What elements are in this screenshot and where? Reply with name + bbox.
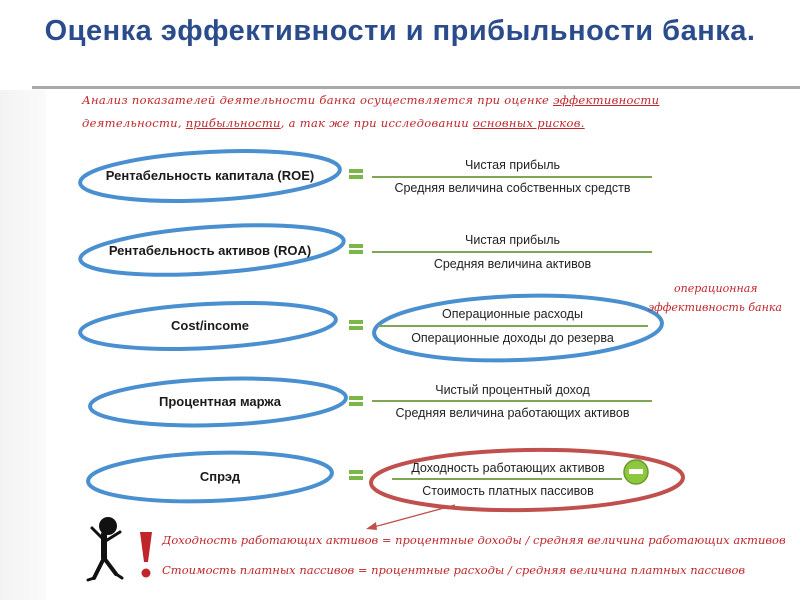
intro-line-2: деятельности, прибыльности, а так же при… [82, 116, 682, 130]
denominator-spread: Стоимость платных пассивов [422, 484, 594, 498]
exclamation-icon [140, 532, 152, 578]
intro-part-1: Анализ показателей деятельности банка ос… [82, 93, 554, 107]
intro-part-3: , а так же при исследовании [280, 116, 473, 130]
denominator-roa: Средняя величина активов [433, 257, 592, 271]
denominator-roe: Средняя величина собственных средств [394, 181, 631, 195]
ratio-label-cost-income: Cost/income [170, 318, 249, 333]
intro-link-risks: основных рисков. [472, 116, 585, 130]
stick-figure-icon [86, 517, 124, 582]
oval-operational [372, 293, 664, 363]
formula-asset-yield: Доходность работающих активов = процентн… [162, 533, 786, 547]
equals-icon [349, 169, 363, 179]
arrow-line [369, 504, 456, 529]
numerator-spread: Доходность работающих активов [411, 461, 605, 475]
oval-spread-fraction [369, 447, 685, 513]
intro-link-efficiency: эффективности [553, 93, 660, 107]
numerator-roa: Чистая прибыль [465, 233, 560, 247]
ratio-label-roe: Рентабельность капитала (ROE) [105, 168, 315, 183]
ratio-label-spread: Спрэд [199, 469, 241, 484]
arrow-head [366, 522, 377, 530]
oval-interest-margin [88, 376, 348, 428]
fraction-line [392, 478, 622, 480]
ratio-label-roa: Рентабельность активов (ROA) [108, 243, 312, 258]
oval-roa [78, 223, 346, 277]
oval-spread [86, 450, 334, 504]
intro-part-2: деятельности, [82, 116, 186, 130]
numerator-roe: Чистая прибыль [465, 158, 560, 172]
numerator-cost-income: Операционные расходы [442, 307, 583, 321]
denominator-interest-margin: Средняя величина работающих активов [395, 406, 630, 420]
side-note-line-1: операционная [674, 282, 758, 295]
fraction-line [378, 325, 648, 327]
formula-liability-cost: Стоимость платных пассивов = процентные … [162, 563, 746, 577]
equals-icon [349, 470, 363, 480]
content-panel [46, 90, 800, 590]
side-note-line-2: эффективность банка [648, 301, 782, 314]
oval-roe [78, 149, 342, 203]
equals-icon [349, 396, 363, 406]
fraction-line [372, 176, 652, 178]
slide-title: Оценка эффективности и прибыльности банк… [44, 15, 756, 47]
equals-icon [349, 320, 363, 330]
intro-link-profitability: прибыльности [185, 116, 281, 130]
intro-line-1: Анализ показателей деятельности банка ос… [82, 93, 682, 107]
fraction-line [372, 400, 652, 402]
left-shadow [0, 90, 46, 600]
oval-cost-income [78, 301, 338, 351]
ratio-label-interest-margin: Процентная маржа [159, 394, 281, 409]
minus-circle-icon [623, 459, 649, 485]
numerator-interest-margin: Чистый процентный доход [435, 383, 590, 397]
fraction-line [372, 251, 652, 253]
denominator-cost-income: Операционные доходы до резерва [411, 331, 614, 345]
equals-icon [349, 244, 363, 254]
title-divider [32, 86, 800, 89]
